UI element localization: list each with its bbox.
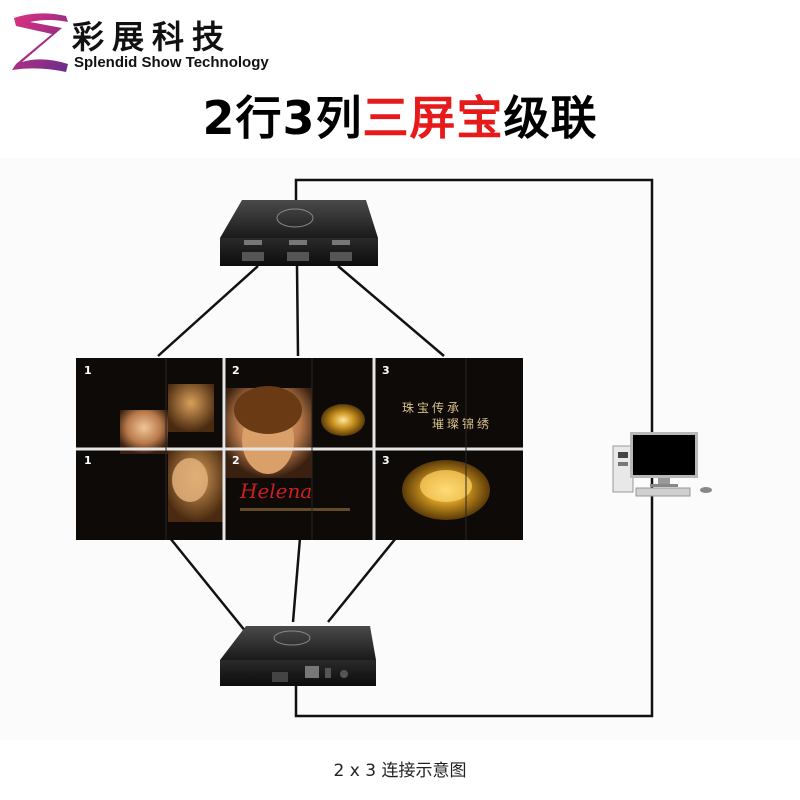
cable-top-to-screen-3 <box>338 266 444 356</box>
screen-label-bottom-3: 3 <box>382 454 390 467</box>
cable-bottom-to-screen-2 <box>293 538 300 622</box>
bottom-splitter-device <box>220 626 376 686</box>
screen-label-top-2: 2 <box>232 364 240 377</box>
wall-photo-earrings <box>120 410 168 454</box>
video-wall: Helena 珠宝传承 璀璨锦绣 1 2 3 1 2 3 <box>76 358 523 540</box>
diagram-caption: 2 x 3 连接示意图 <box>0 756 800 781</box>
cable-top-to-screen-1 <box>158 266 258 356</box>
wall-slogan-top: 珠宝传承 <box>402 400 462 415</box>
wall-photo-gold-ring-small <box>321 404 365 436</box>
wall-photo-portrait-top <box>168 384 214 432</box>
screen-label-bottom-1: 1 <box>84 454 92 467</box>
wall-slogan-bottom: 璀璨锦绣 <box>432 416 492 431</box>
cable-bottom-to-screen-1 <box>170 538 246 632</box>
top-splitter-device <box>220 200 378 266</box>
cable-bottom-to-screen-3 <box>328 538 396 622</box>
screen-label-bottom-2: 2 <box>232 454 240 467</box>
wall-brand-script: Helena <box>239 479 312 503</box>
cable-top-to-screen-2 <box>297 266 298 356</box>
pc-mouse <box>700 487 712 493</box>
screen-label-top-3: 3 <box>382 364 390 377</box>
computer-icon <box>613 432 712 496</box>
screen-label-top-1: 1 <box>84 364 92 377</box>
pc-keyboard <box>636 488 690 496</box>
